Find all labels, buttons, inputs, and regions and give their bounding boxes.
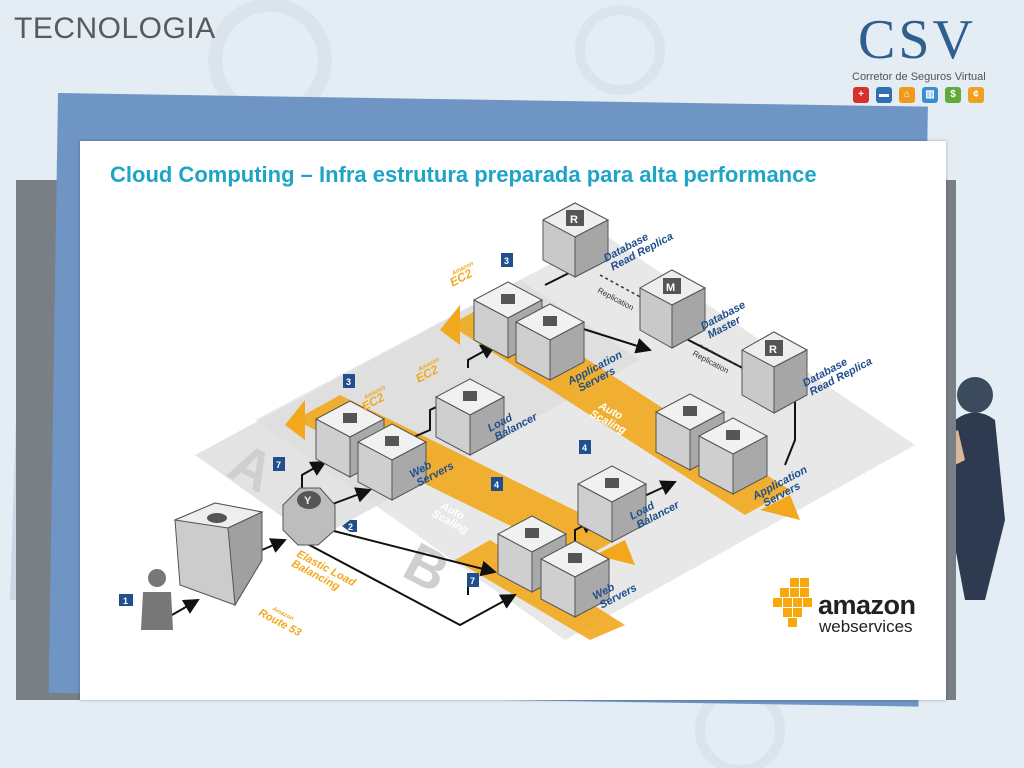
building-icon: ▥ — [922, 87, 938, 103]
badge-7b-bg — [467, 573, 479, 587]
car-icon: ▬ — [876, 87, 892, 103]
db-read-replica-right-label: DatabaseRead Replica — [801, 346, 875, 400]
elb-label: Elastic LoadBalancing — [289, 548, 357, 599]
badge-2: 2 — [348, 522, 353, 532]
auto-scaling-band-1-arrow-right — [595, 540, 635, 565]
auto-scaling-band-1-arrow-left — [285, 400, 305, 440]
badge-3a: 3 — [504, 256, 509, 266]
connector-elb-web2b — [321, 527, 497, 577]
diagram-title: Cloud Computing – Infra estrutura prepar… — [110, 162, 817, 187]
auto-scaling-band-2-arrow-right — [760, 495, 800, 520]
route53-node — [173, 502, 264, 607]
db-master-node: M — [638, 269, 707, 349]
connector-route53-elb — [261, 538, 287, 553]
db-r1-letter: R — [570, 214, 578, 226]
badge-7a: 7 — [276, 460, 281, 470]
db-read-replica-right-node: R — [740, 331, 809, 414]
csv-tagline: Corretor de Seguros Virtual — [852, 71, 986, 83]
coin-icon: ¢ — [968, 87, 984, 103]
elb-node: Y — [282, 487, 336, 546]
replication-line-2 — [699, 344, 756, 376]
badge-1: 1 — [123, 596, 128, 606]
ec2-top-text: EC2 — [447, 266, 474, 289]
home-icon: ⌂ — [899, 87, 915, 103]
slide-heading: TECNOLOGIA — [14, 12, 216, 45]
badge-1-bg — [119, 594, 133, 606]
csv-logo-icons: + ▬ ⌂ ▥ $ ¢ — [853, 87, 984, 103]
connector-lb1-app — [467, 344, 497, 368]
badge-4b-bg — [491, 477, 503, 491]
db-r2-letter: R — [769, 344, 777, 356]
db-m-letter: M — [666, 282, 675, 294]
aws-logo-webservices: webservices — [819, 617, 913, 636]
badge-7b: 7 — [470, 576, 475, 586]
aws-logo-amazon: amazon — [818, 590, 916, 620]
plus-icon: + — [853, 87, 869, 103]
auto-scaling-band-2-arrow-left — [440, 305, 460, 345]
connector-elb-web2 — [299, 539, 517, 627]
badge-3b-bg — [343, 374, 355, 388]
csv-logo: CSV — [858, 9, 976, 71]
user-icon — [141, 569, 173, 630]
badge-7a-bg — [273, 457, 285, 471]
ec2-top-label: AmazonEC2 — [446, 261, 480, 290]
badge-4a: 4 — [582, 443, 587, 453]
replication-line-1 — [599, 274, 656, 306]
badge-3a-bg — [501, 253, 513, 267]
badge-4a-bg — [579, 440, 591, 454]
connector-user-route53 — [171, 599, 200, 616]
money-icon: $ — [945, 87, 961, 103]
route53-label: AmazonRoute 53 — [256, 601, 305, 639]
badge-4b: 4 — [494, 480, 499, 490]
badge-3b: 3 — [346, 377, 351, 387]
badge-2-bg — [342, 520, 357, 532]
elb-icon-letter: Y — [304, 495, 312, 507]
aws-cubes-icon — [773, 578, 812, 627]
step-badges: 1 2 3 3 4 4 7 7 — [119, 253, 591, 606]
db-read-replica-top-node: R — [541, 202, 610, 278]
